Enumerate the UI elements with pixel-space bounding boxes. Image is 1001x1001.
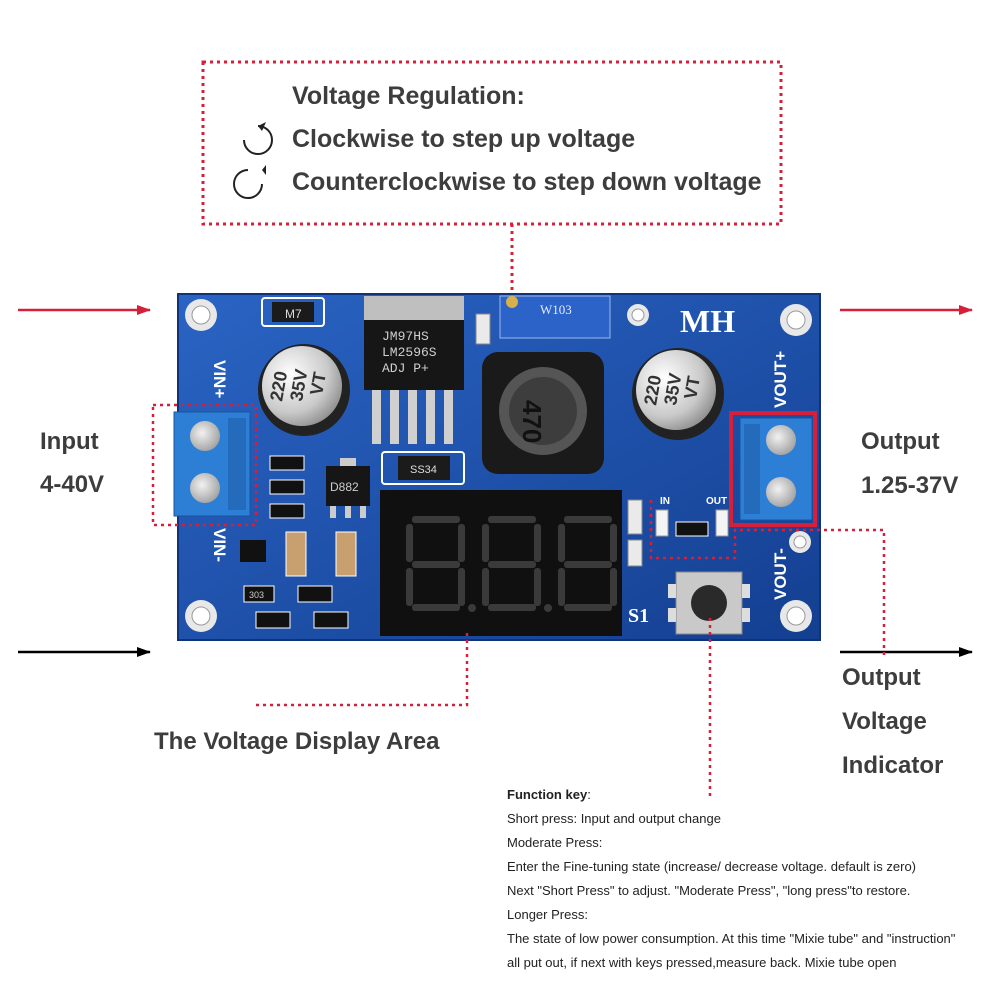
regulation-callout-box [201,60,783,226]
function-key-title-colon: : [587,787,591,802]
output-terminal-callout [729,411,817,527]
smd-resistor [297,585,333,603]
smd-resistor [627,499,643,535]
function-key-line: Enter the Fine-tuning state (increase/ d… [507,859,916,874]
smd-resistor: 303 [243,585,275,603]
inductor: 470 [482,352,604,474]
svg-text:ADJ P+: ADJ P+ [382,361,429,376]
function-key-line: all put out, if next with keys pressed,m… [507,955,897,970]
ss34-diode: SS34 [381,451,465,485]
function-key-line: Longer Press: [507,907,588,922]
regulation-counterclockwise-text: Counterclockwise to step down voltage [292,168,762,196]
smd-resistor [475,313,491,345]
led-in [655,509,669,537]
display-area-label: The Voltage Display Area [154,728,440,755]
input-terminal-block[interactable] [173,411,251,517]
input-range: 4-40V [40,471,105,498]
function-key-line: Next "Short Press" to adjust. "Moderate … [507,883,911,898]
led-in-label: IN [660,496,670,507]
digit-2 [482,516,552,612]
smd-capacitor [285,531,307,577]
function-key-button[interactable] [668,571,750,635]
output-indicator-leader [649,500,886,658]
function-key-line: Short press: Input and output change [507,811,721,826]
smd-resistor [269,479,305,495]
digit-1 [406,516,476,612]
svg-text:LM2596S: LM2596S [382,345,437,360]
vin-minus-label: VIN- [210,528,229,562]
output-label: Output [861,428,940,455]
lm2596-regulator: JM97HS LM2596S ADJ P+ [364,296,464,444]
vout-minus-label: VOUT- [771,548,790,600]
svg-text:JM97HS: JM97HS [382,329,429,344]
vin-plus-label: VIN+ [210,360,229,398]
indicator-label-line3: Indicator [842,752,944,779]
function-key-line: The state of low power consumption. At t… [507,931,956,946]
smd-capacitor [335,531,357,577]
svg-text:SS34: SS34 [410,464,437,476]
counterclockwise-icon [233,165,266,199]
output-range: 1.25-37V [861,472,959,499]
vout-plus-label: VOUT+ [771,351,790,408]
pcb-board: VIN+ VIN- VOUT+ VOUT- MH S1 M7 JM97HS LM… [173,293,821,641]
svg-text:470: 470 [517,400,547,443]
d882-transistor: D882 [326,458,370,518]
svg-text:W103: W103 [540,302,572,317]
mounting-hole [789,531,811,553]
svg-text:VT: VT [306,371,330,397]
capacitor-left: 220 35V VT [258,344,350,436]
smd-transistor [240,540,266,562]
smd-resistor [627,539,643,567]
mounting-hole [780,600,812,632]
potentiometer: W103 [499,295,611,339]
mounting-hole [780,304,812,336]
smd-resistor [313,611,349,629]
input-terminal-callout [151,403,258,527]
screw-icon [190,473,220,503]
mounting-hole [627,304,649,326]
regulation-clockwise-text: Clockwise to step up voltage [292,125,636,153]
function-key-line: Moderate Press: [507,835,603,850]
mounting-hole [185,299,217,331]
smd-resistor [675,521,709,537]
brand-mark: MH [680,303,735,339]
function-key-title: Function key [507,787,588,802]
indicator-label-line1: Output [842,664,921,691]
switch-label: S1 [628,605,649,627]
smd-resistor [255,611,291,629]
led-out [715,509,729,537]
function-key-heading: Function key: [507,787,591,802]
screw-icon [766,477,796,507]
smd-resistor [269,503,305,519]
seven-segment-display [380,490,622,636]
led-out-label: OUT [706,496,727,507]
svg-text:303: 303 [249,590,264,600]
svg-text:M7: M7 [285,307,302,321]
smd-resistor [269,455,305,471]
output-terminal-block[interactable] [739,417,813,521]
m7-diode: M7 [261,297,325,327]
svg-text:VT: VT [680,375,704,401]
regulation-title: Voltage Regulation: [292,82,525,110]
clockwise-icon [243,122,273,155]
indicator-label-line2: Voltage [842,708,927,735]
display-area-leader [255,633,469,707]
screw-icon [766,425,796,455]
digit-3 [558,516,617,611]
mounting-hole [185,600,217,632]
screw-icon [190,421,220,451]
input-label: Input [40,428,99,455]
capacitor-right: 220 35V VT [632,348,724,440]
svg-text:D882: D882 [330,480,359,494]
